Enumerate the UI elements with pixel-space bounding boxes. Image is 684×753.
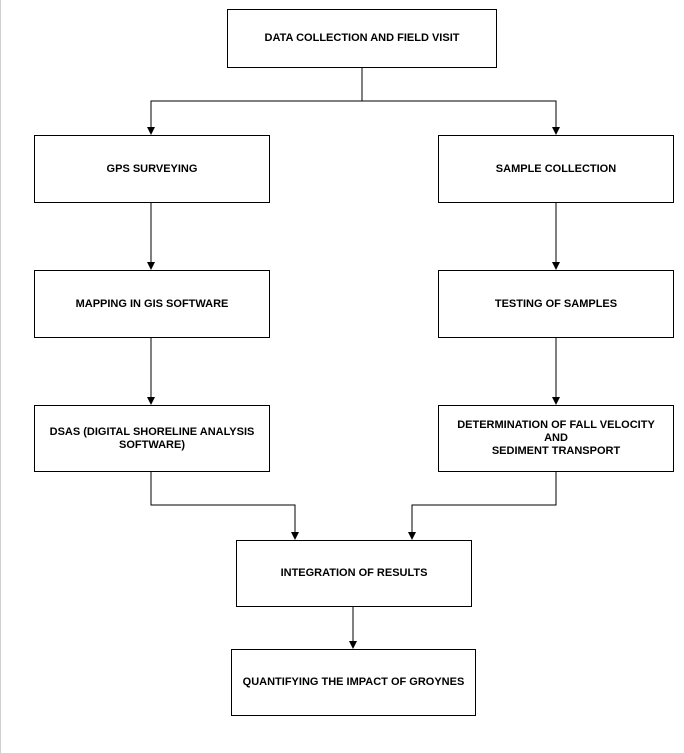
- node-label: INTEGRATION OF RESULTS: [280, 567, 428, 579]
- node-dsas: DSAS (DIGITAL SHORELINE ANALYSIS SOFTWAR…: [34, 405, 270, 472]
- node-label: GPS SURVEYING: [106, 162, 198, 175]
- node-label: DSAS (DIGITAL SHORELINE ANALYSIS SOFTWAR…: [49, 425, 255, 451]
- edge-dsas-to-integration: [150, 471, 299, 540]
- node-label: SAMPLE COLLECTION: [495, 162, 617, 175]
- edge-data-collection-to-sample-collection: [362, 100, 560, 135]
- node-sample-collection: SAMPLE COLLECTION: [438, 135, 674, 203]
- node-label: MAPPING IN GIS SOFTWARE: [75, 297, 229, 310]
- node-label: DATA COLLECTION AND FIELD VISIT: [264, 32, 460, 44]
- node-label: TESTING OF SAMPLES: [494, 297, 618, 310]
- node-quantifying: QUANTIFYING THE IMPACT OF GROYNES: [231, 649, 476, 716]
- node-fall-velocity: DETERMINATION OF FALL VELOCITY AND SEDIM…: [438, 405, 674, 472]
- node-label: QUANTIFYING THE IMPACT OF GROYNES: [242, 676, 465, 688]
- node-gps-surveying: GPS SURVEYING: [34, 135, 270, 203]
- edge-data-collection-to-gps-surveying: [147, 68, 363, 135]
- node-testing-samples: TESTING OF SAMPLES: [438, 270, 674, 338]
- edge-fall-velocity-to-integration: [408, 471, 557, 540]
- node-label: DETERMINATION OF FALL VELOCITY AND SEDIM…: [457, 419, 655, 457]
- node-mapping-gis: MAPPING IN GIS SOFTWARE: [34, 270, 270, 338]
- page-left-border: [0, 0, 1, 753]
- node-integration: INTEGRATION OF RESULTS: [236, 540, 472, 607]
- node-data-collection: DATA COLLECTION AND FIELD VISIT: [227, 9, 497, 68]
